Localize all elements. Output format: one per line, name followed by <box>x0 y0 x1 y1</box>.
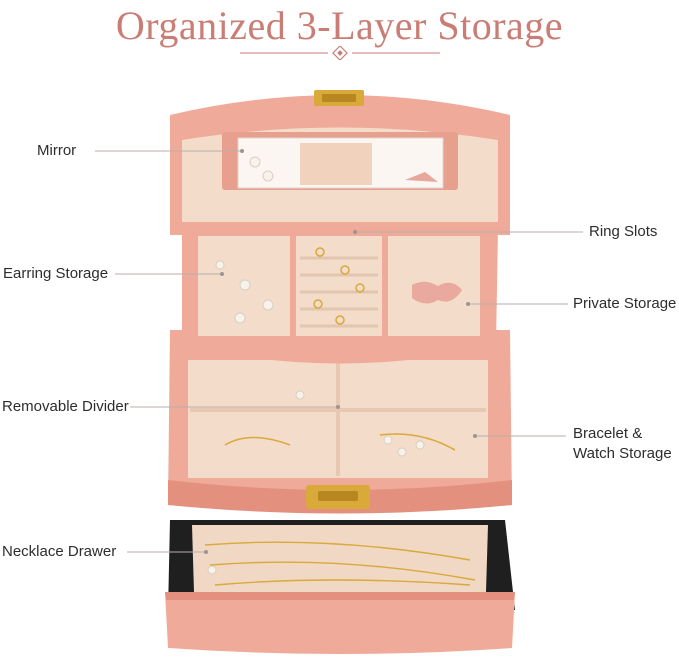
label-ring-slots: Ring Slots <box>589 223 658 240</box>
label-mirror: Mirror <box>37 142 77 159</box>
label-bracelet-watch-storage: Bracelet & Watch Storage <box>573 425 672 462</box>
lid-illustration <box>170 90 510 235</box>
label-earring-storage: Earring Storage <box>3 265 109 282</box>
page-title: Organized 3-Layer Storage <box>115 3 564 48</box>
label-necklace-drawer: Necklace Drawer <box>2 543 117 560</box>
diamond-ornament-icon <box>240 46 440 60</box>
top-tray-illustration <box>182 228 498 364</box>
label-removable-divider: Removable Divider <box>2 398 129 415</box>
label-private-storage: Private Storage <box>573 295 677 312</box>
middle-tier-illustration <box>168 330 512 514</box>
necklace-drawer-illustration <box>165 520 515 654</box>
